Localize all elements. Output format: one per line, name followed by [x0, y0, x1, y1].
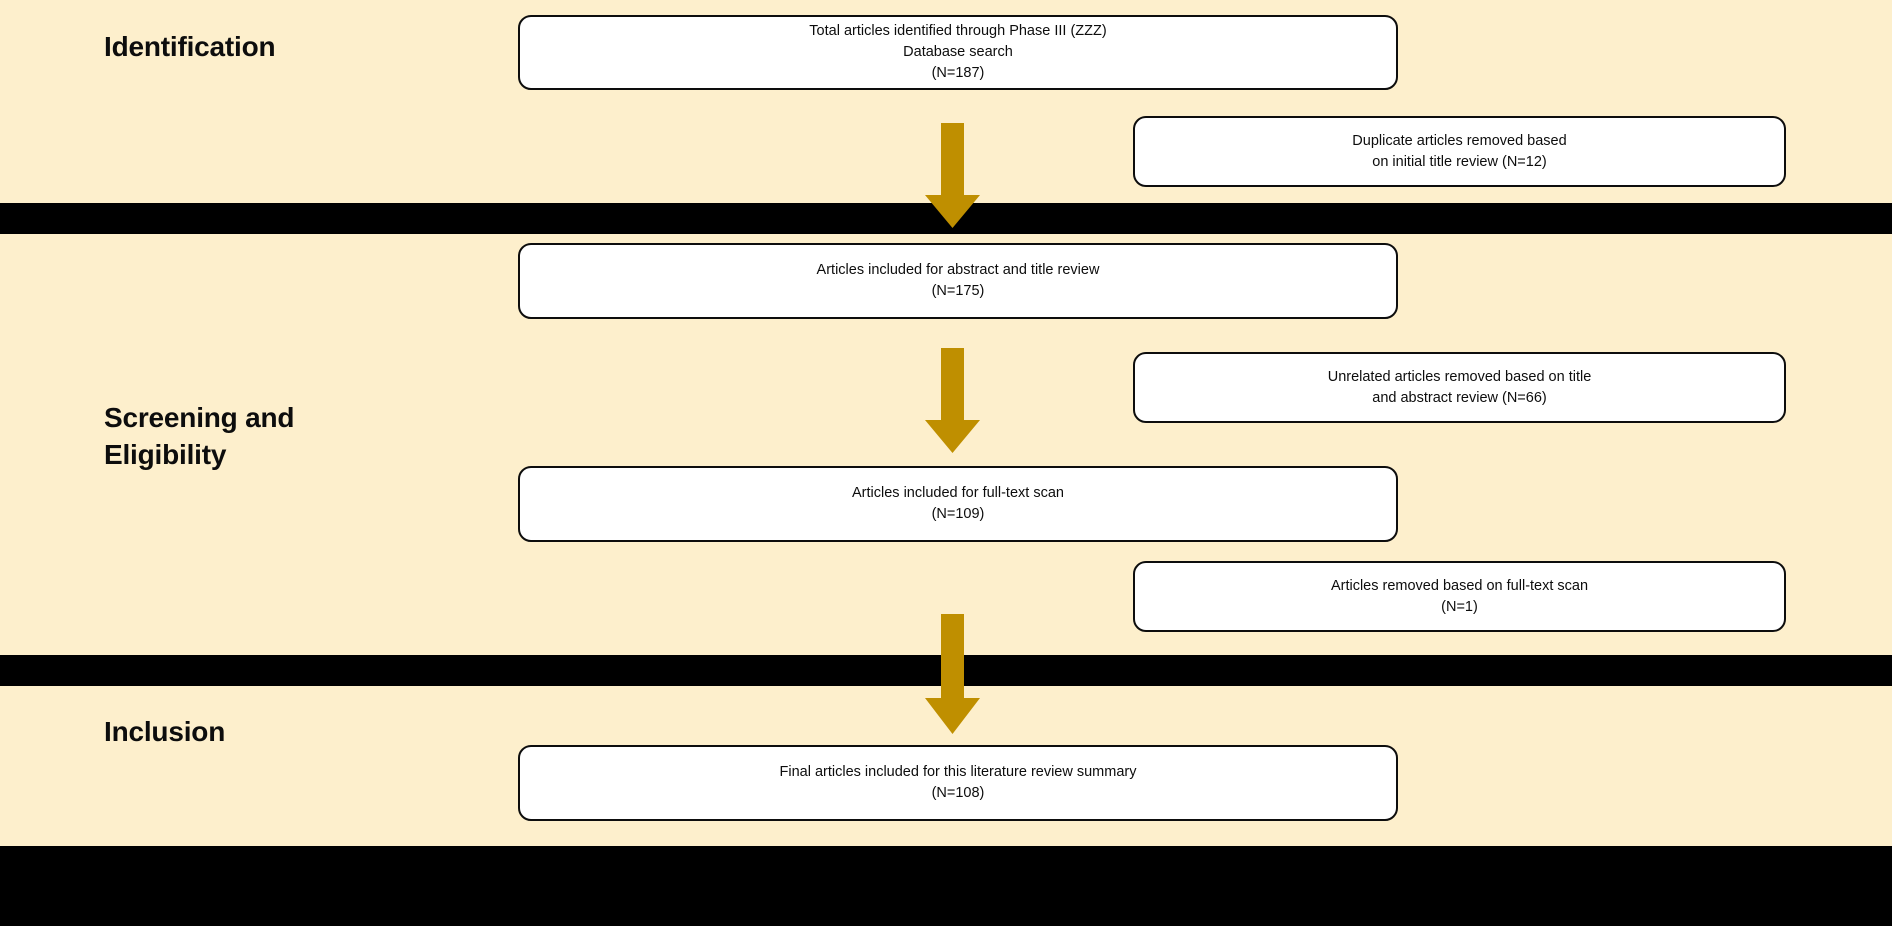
node-articles-included-abstract-title-review: Articles included for abstract and title… — [518, 243, 1398, 319]
node-duplicate-articles-removed-text: Duplicate articles removed based on init… — [1352, 132, 1567, 170]
node-total-articles-identified: Total articles identified through Phase … — [518, 15, 1398, 90]
node-articles-included-full-text-scan-text: Articles included for full-text scan (N=… — [852, 485, 1064, 522]
node-final-articles-included-text: Final articles included for this literat… — [779, 764, 1137, 801]
node-unrelated-articles-removed: Unrelated articles removed based on titl… — [1133, 352, 1786, 423]
node-articles-included-abstract-title-review-text: Articles included for abstract and title… — [816, 262, 1100, 299]
footer-band — [0, 846, 1892, 926]
down-arrow-icon-1 — [925, 123, 980, 228]
down-arrow-icon-3 — [925, 614, 980, 734]
stage-label-inclusion: Inclusion — [104, 716, 226, 747]
stage-label-identification: Identification — [104, 31, 276, 62]
stage-label-screening-and-eligibility: Screening and Eligibility — [104, 402, 295, 470]
node-articles-removed-full-text-scan: Articles removed based on full-text scan… — [1133, 561, 1786, 632]
down-arrow-icon-2 — [925, 348, 980, 453]
node-final-articles-included: Final articles included for this literat… — [518, 745, 1398, 821]
node-total-articles-identified-text: Total articles identified through Phase … — [809, 23, 1107, 81]
node-articles-included-full-text-scan: Articles included for full-text scan (N=… — [518, 466, 1398, 542]
node-duplicate-articles-removed: Duplicate articles removed based on init… — [1133, 116, 1786, 187]
node-articles-removed-full-text-scan-text: Articles removed based on full-text scan… — [1330, 577, 1589, 615]
node-unrelated-articles-removed-text: Unrelated articles removed based on titl… — [1327, 368, 1592, 406]
